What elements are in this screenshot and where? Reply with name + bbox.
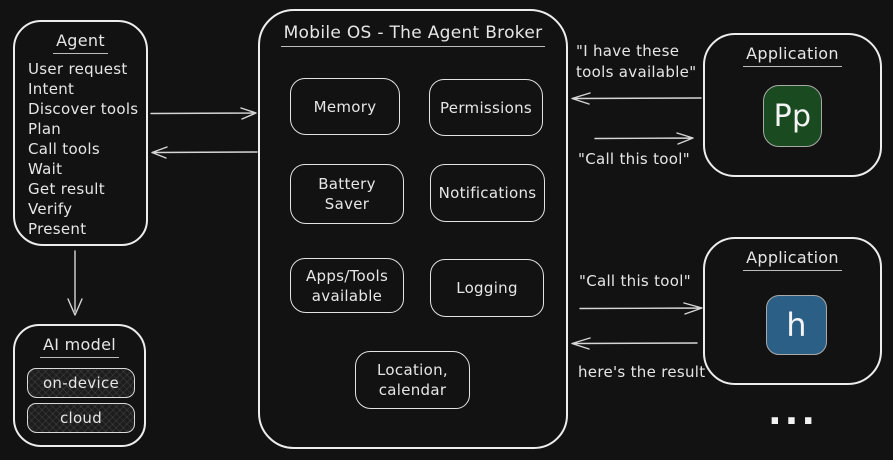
application-box-top: Application Pp — [703, 33, 882, 177]
bottomapp-to-broker-arrow — [571, 337, 698, 350]
more-apps-ellipsis: ... — [768, 392, 819, 433]
application-top-title: Application — [705, 44, 880, 67]
ai-model-title: AI model — [15, 335, 144, 358]
application-box-bottom: Application h — [703, 237, 882, 385]
agent-step: Discover tools — [28, 100, 139, 118]
agent-step: Call tools — [28, 140, 100, 158]
broker-to-topapp-arrow — [594, 132, 694, 145]
broker-to-bottomapp-arrow — [579, 302, 703, 315]
agent-step: Present — [28, 220, 87, 238]
ai-model-variant-cloud: cloud — [27, 403, 135, 433]
application-top-title-text: Application — [743, 44, 842, 67]
broker-module-logging: Logging — [430, 259, 544, 317]
application-bottom-title: Application — [705, 248, 880, 271]
broker-module-memory: Memory — [290, 78, 400, 135]
message-call-this-tool-bottom: "Call this tool" — [579, 272, 691, 290]
broker-title: Mobile OS - The Agent Broker — [260, 23, 566, 47]
agent-title: Agent — [15, 31, 146, 54]
agent-title-text: Agent — [53, 31, 108, 54]
agent-step: User request — [28, 60, 128, 78]
agent-step: Get result — [28, 180, 105, 198]
agent-step: Intent — [28, 80, 75, 98]
agent-to-aimodel-arrow — [67, 250, 83, 316]
broker-module-location-calendar: Location, calendar — [355, 351, 470, 409]
broker-box: Mobile OS - The Agent Broker Memory Perm… — [258, 9, 568, 449]
agent-to-broker-arrow — [150, 107, 257, 120]
agent-step: Plan — [28, 120, 62, 138]
application-bottom-title-text: Application — [743, 248, 842, 271]
agent-step: Wait — [28, 160, 63, 178]
agent-steps-list: User request Intent Discover tools Plan … — [28, 59, 146, 239]
broker-module-battery-saver: Battery Saver — [290, 164, 404, 224]
blue-app-icon: h — [766, 295, 827, 355]
broker-module-permissions: Permissions — [429, 79, 543, 136]
agent-box: Agent User request Intent Discover tools… — [13, 20, 148, 246]
message-tools-available: "I have these tools available" — [576, 42, 697, 81]
topapp-to-broker-arrow — [571, 92, 702, 105]
broker-module-notifications: Notifications — [430, 164, 545, 222]
broker-module-apps-tools: Apps/Tools available — [290, 258, 404, 313]
ai-model-box: AI model on-device cloud — [13, 324, 146, 447]
ai-model-title-text: AI model — [40, 335, 119, 358]
green-app-icon: Pp — [763, 85, 822, 147]
agent-step: Verify — [28, 200, 73, 218]
broker-to-agent-arrow — [151, 146, 258, 159]
message-call-this-tool-top: "Call this tool" — [578, 150, 690, 168]
broker-title-text: Mobile OS - The Agent Broker — [280, 23, 546, 47]
ai-model-variant-on-device: on-device — [27, 368, 135, 398]
message-heres-the-result: here's the result — [578, 363, 706, 381]
